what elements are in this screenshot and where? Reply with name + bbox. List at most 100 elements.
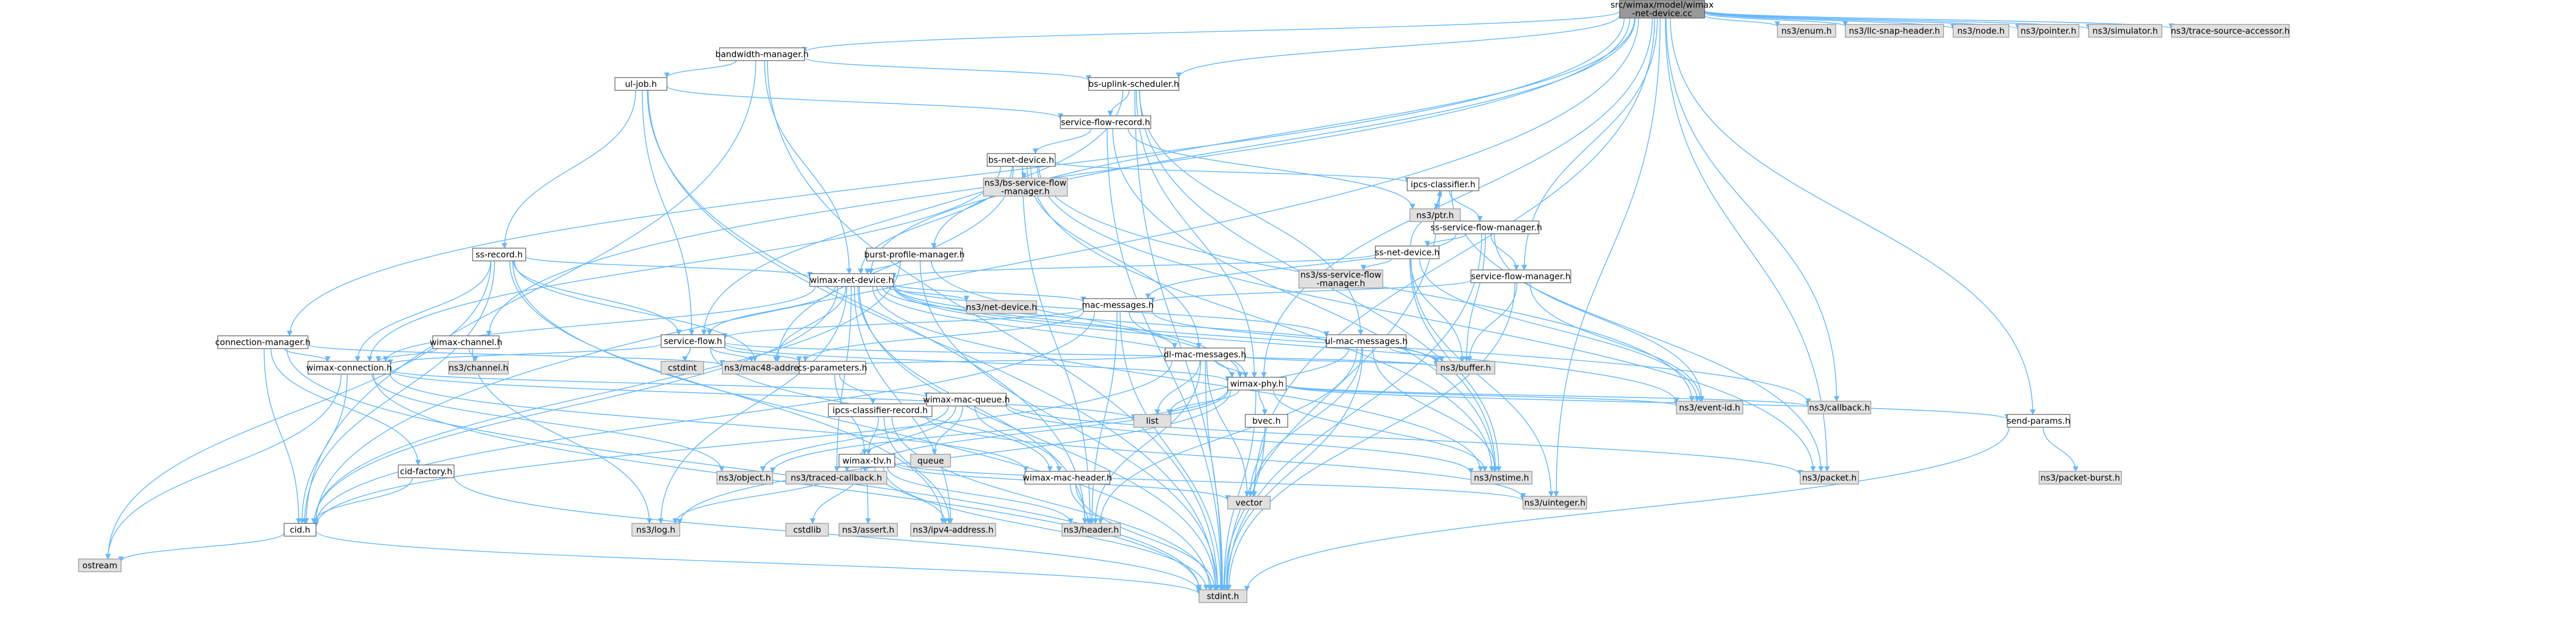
file-node-wimax-mac-queue[interactable]: wimax-mac-queue.h <box>923 393 1010 406</box>
node-label: wimax-channel.h <box>430 337 502 348</box>
file-node-ul-job[interactable]: ul-job.h <box>614 77 667 91</box>
file-node-mac-messages[interactable]: mac-messages.h <box>1082 298 1154 312</box>
file-node-service-flow-record[interactable]: service-flow-record.h <box>1060 115 1151 129</box>
node-label: vector <box>1236 498 1263 508</box>
file-node-wimax-connection[interactable]: wimax-connection.h <box>306 361 392 375</box>
file-node-bs-net-device[interactable]: bs-net-device.h <box>987 153 1056 167</box>
arrowhead-ss-service-flow-manager-to-mac-messages <box>1145 293 1151 300</box>
edge-ss-service-flow-manager-to-ns3-buffer <box>1466 233 1486 362</box>
file-node-ns3-log[interactable]: ns3/log.h <box>631 523 680 537</box>
file-node-service-flow[interactable]: service-flow.h <box>661 334 725 348</box>
arrowhead-bandwidth-manager-to-ul-job <box>664 72 670 79</box>
arrowhead-service-flow-to-cstdint <box>682 356 688 362</box>
node-label: ns3/log.h <box>636 525 675 535</box>
file-node-cstdlib[interactable]: cstdlib <box>785 523 829 537</box>
file-node-cs-parameters[interactable]: cs-parameters.h <box>798 361 867 375</box>
file-node-wimax-channel[interactable]: wimax-channel.h <box>430 335 502 349</box>
file-node-ns3-header[interactable]: ns3/header.h <box>1062 523 1121 537</box>
file-node-wimax-phy[interactable]: wimax-phy.h <box>1227 377 1287 391</box>
arrowhead-wimax-channel-to-ns3-channel <box>472 356 478 362</box>
file-node-wimax-net-device[interactable]: wimax-net-device.h <box>809 273 894 287</box>
edge-wimax-connection-to-wimax-mac-queue <box>390 369 927 398</box>
node-box <box>1676 401 1743 414</box>
file-node-connection-manager[interactable]: connection-manager.h <box>215 335 311 349</box>
file-node-wimax-mac-header[interactable]: wimax-mac-header.h <box>1023 471 1112 485</box>
edge-wimax-net-device-to-ns3-nstime <box>872 286 1481 472</box>
node-box <box>1326 334 1407 348</box>
file-node-cid[interactable]: cid.h <box>284 523 316 537</box>
node-box <box>1245 414 1288 428</box>
node-label: ns3/ipv4-address.h <box>913 525 994 535</box>
node-box <box>1522 496 1587 510</box>
edge-root-to-ns3-uinteger <box>1555 18 1661 497</box>
file-node-ns3-callback[interactable]: ns3/callback.h <box>1808 401 1871 414</box>
file-node-vector[interactable]: vector <box>1227 496 1271 510</box>
file-node-cstdint[interactable]: cstdint <box>661 361 704 375</box>
node-label: ns3/event-id.h <box>1679 403 1740 413</box>
file-node-cid-factory[interactable]: cid-factory.h <box>398 464 455 478</box>
file-node-burst-profile-manager[interactable]: burst-profile-manager.h <box>864 248 965 261</box>
arrowhead-bs-net-device-to-wimax-net-device <box>858 268 864 275</box>
arrowhead-wimax-tlv-to-ns3-assert <box>865 518 871 524</box>
file-node-ns3-uinteger[interactable]: ns3/uinteger.h <box>1522 496 1587 510</box>
file-node-ss-service-flow-manager[interactable]: ss-service-flow-manager.h <box>1431 221 1542 234</box>
file-node-ss-net-device[interactable]: ss-net-device.h <box>1375 245 1440 259</box>
file-node-ns3-assert[interactable]: ns3/assert.h <box>838 523 898 537</box>
edge-bandwidth-manager-to-wimax-net-device <box>764 60 850 274</box>
node-box <box>2171 24 2290 38</box>
node-box <box>1088 77 1179 91</box>
file-node-ns3-nstime[interactable]: ns3/nstime.h <box>1470 471 1533 485</box>
file-node-ns3-ss-sfm[interactable]: ns3/ss-service-flow-manager.h <box>1298 269 1383 289</box>
file-node-ostream[interactable]: ostream <box>78 558 122 572</box>
edge-root-to-bs-uplink-scheduler <box>1178 15 1620 78</box>
file-node-send-params[interactable]: send-params.h <box>2007 414 2070 428</box>
file-node-bvec[interactable]: bvec.h <box>1245 414 1288 428</box>
file-node-ns3-node[interactable]: ns3/node.h <box>1953 24 2009 38</box>
file-node-bs-uplink-scheduler[interactable]: bs-uplink-scheduler.h <box>1088 77 1179 91</box>
file-node-ipcs-classifier[interactable]: ipcs-classifier.h <box>1407 177 1479 191</box>
file-node-ns3-trace-source[interactable]: ns3/trace-source-accessor.h <box>2171 24 2290 38</box>
file-node-ipcs-classifier-record[interactable]: ipcs-classifier-record.h <box>828 403 932 417</box>
file-node-ns3-enum[interactable]: ns3/enum.h <box>1777 24 1836 38</box>
file-node-service-flow-manager[interactable]: service-flow-manager.h <box>1470 269 1571 283</box>
file-node-stdint[interactable]: stdint.h <box>1199 589 1247 603</box>
file-node-bandwidth-manager[interactable]: bandwidth-manager.h <box>715 47 809 61</box>
file-node-ns3-event-id[interactable]: ns3/event-id.h <box>1676 401 1743 414</box>
arrowhead-wimax-tlv-to-stdint <box>1203 584 1209 591</box>
file-node-ns3-ptr[interactable]: ns3/ptr.h <box>1409 208 1461 222</box>
file-node-ns3-traced-callback[interactable]: ns3/traced-callback.h <box>785 471 887 485</box>
file-node-ns3-llc-snap[interactable]: ns3/llc-snap-header.h <box>1845 24 1944 38</box>
file-node-ns3-buffer[interactable]: ns3/buffer.h <box>1436 361 1495 375</box>
file-node-ns3-packet[interactable]: ns3/packet.h <box>1800 471 1859 485</box>
edge-wimax-channel-to-wimax-connection <box>378 348 438 362</box>
node-label: service-flow-record.h <box>1061 117 1150 128</box>
arrowhead-bandwidth-manager-to-wimax-net-device <box>846 268 852 275</box>
file-node-ns3-packet-burst[interactable]: ns3/packet-burst.h <box>2039 471 2122 485</box>
file-node-ul-mac-messages[interactable]: ul-mac-messages.h <box>1325 334 1408 348</box>
file-node-dl-mac-messages[interactable]: dl-mac-messages.h <box>1163 348 1246 361</box>
file-node-ns3-bs-sfm[interactable]: ns3/bs-service-flow-manager.h <box>983 177 1068 197</box>
file-node-ns3-object[interactable]: ns3/object.h <box>716 471 773 485</box>
file-node-wimax-tlv[interactable]: wimax-tlv.h <box>838 454 895 468</box>
node-label: ns3/channel.h <box>449 363 509 373</box>
edge-ul-mac-messages-to-stdint <box>1226 347 1364 590</box>
edge-dl-mac-messages-to-list <box>1157 360 1201 415</box>
file-node-root[interactable]: src/wimax/model/wimax-net-device.cc <box>1611 0 1714 19</box>
node-box <box>1024 471 1110 485</box>
arrowhead-bs-net-device-to-wimax-connection <box>367 356 373 362</box>
file-node-ns3-net-device[interactable]: ns3/net-device.h <box>966 300 1037 314</box>
file-node-queue[interactable]: queue <box>910 454 951 468</box>
arrowhead-root-to-connection-manager <box>287 331 293 337</box>
node-label: dl-mac-messages.h <box>1163 350 1246 360</box>
file-node-ss-record[interactable]: ss-record.h <box>472 248 526 261</box>
node-label: send-params.h <box>2007 416 2070 426</box>
file-node-ns3-pointer[interactable]: ns3/pointer.h <box>2017 24 2079 38</box>
file-node-ns3-channel[interactable]: ns3/channel.h <box>448 361 509 375</box>
arrowhead-wimax-phy-to-bvec <box>1262 409 1268 416</box>
file-node-ns3-simulator[interactable]: ns3/simulator.h <box>2088 24 2162 38</box>
arrowhead-wimax-net-device-to-dl-mac-messages <box>1171 343 1178 349</box>
arrowhead-wimax-connection-to-wimax-mac-header <box>1023 466 1029 472</box>
file-node-ns3-ipv4[interactable]: ns3/ipv4-address.h <box>910 523 996 537</box>
edge-cid-to-stdint <box>315 530 1200 595</box>
file-node-list[interactable]: list <box>1133 414 1171 428</box>
